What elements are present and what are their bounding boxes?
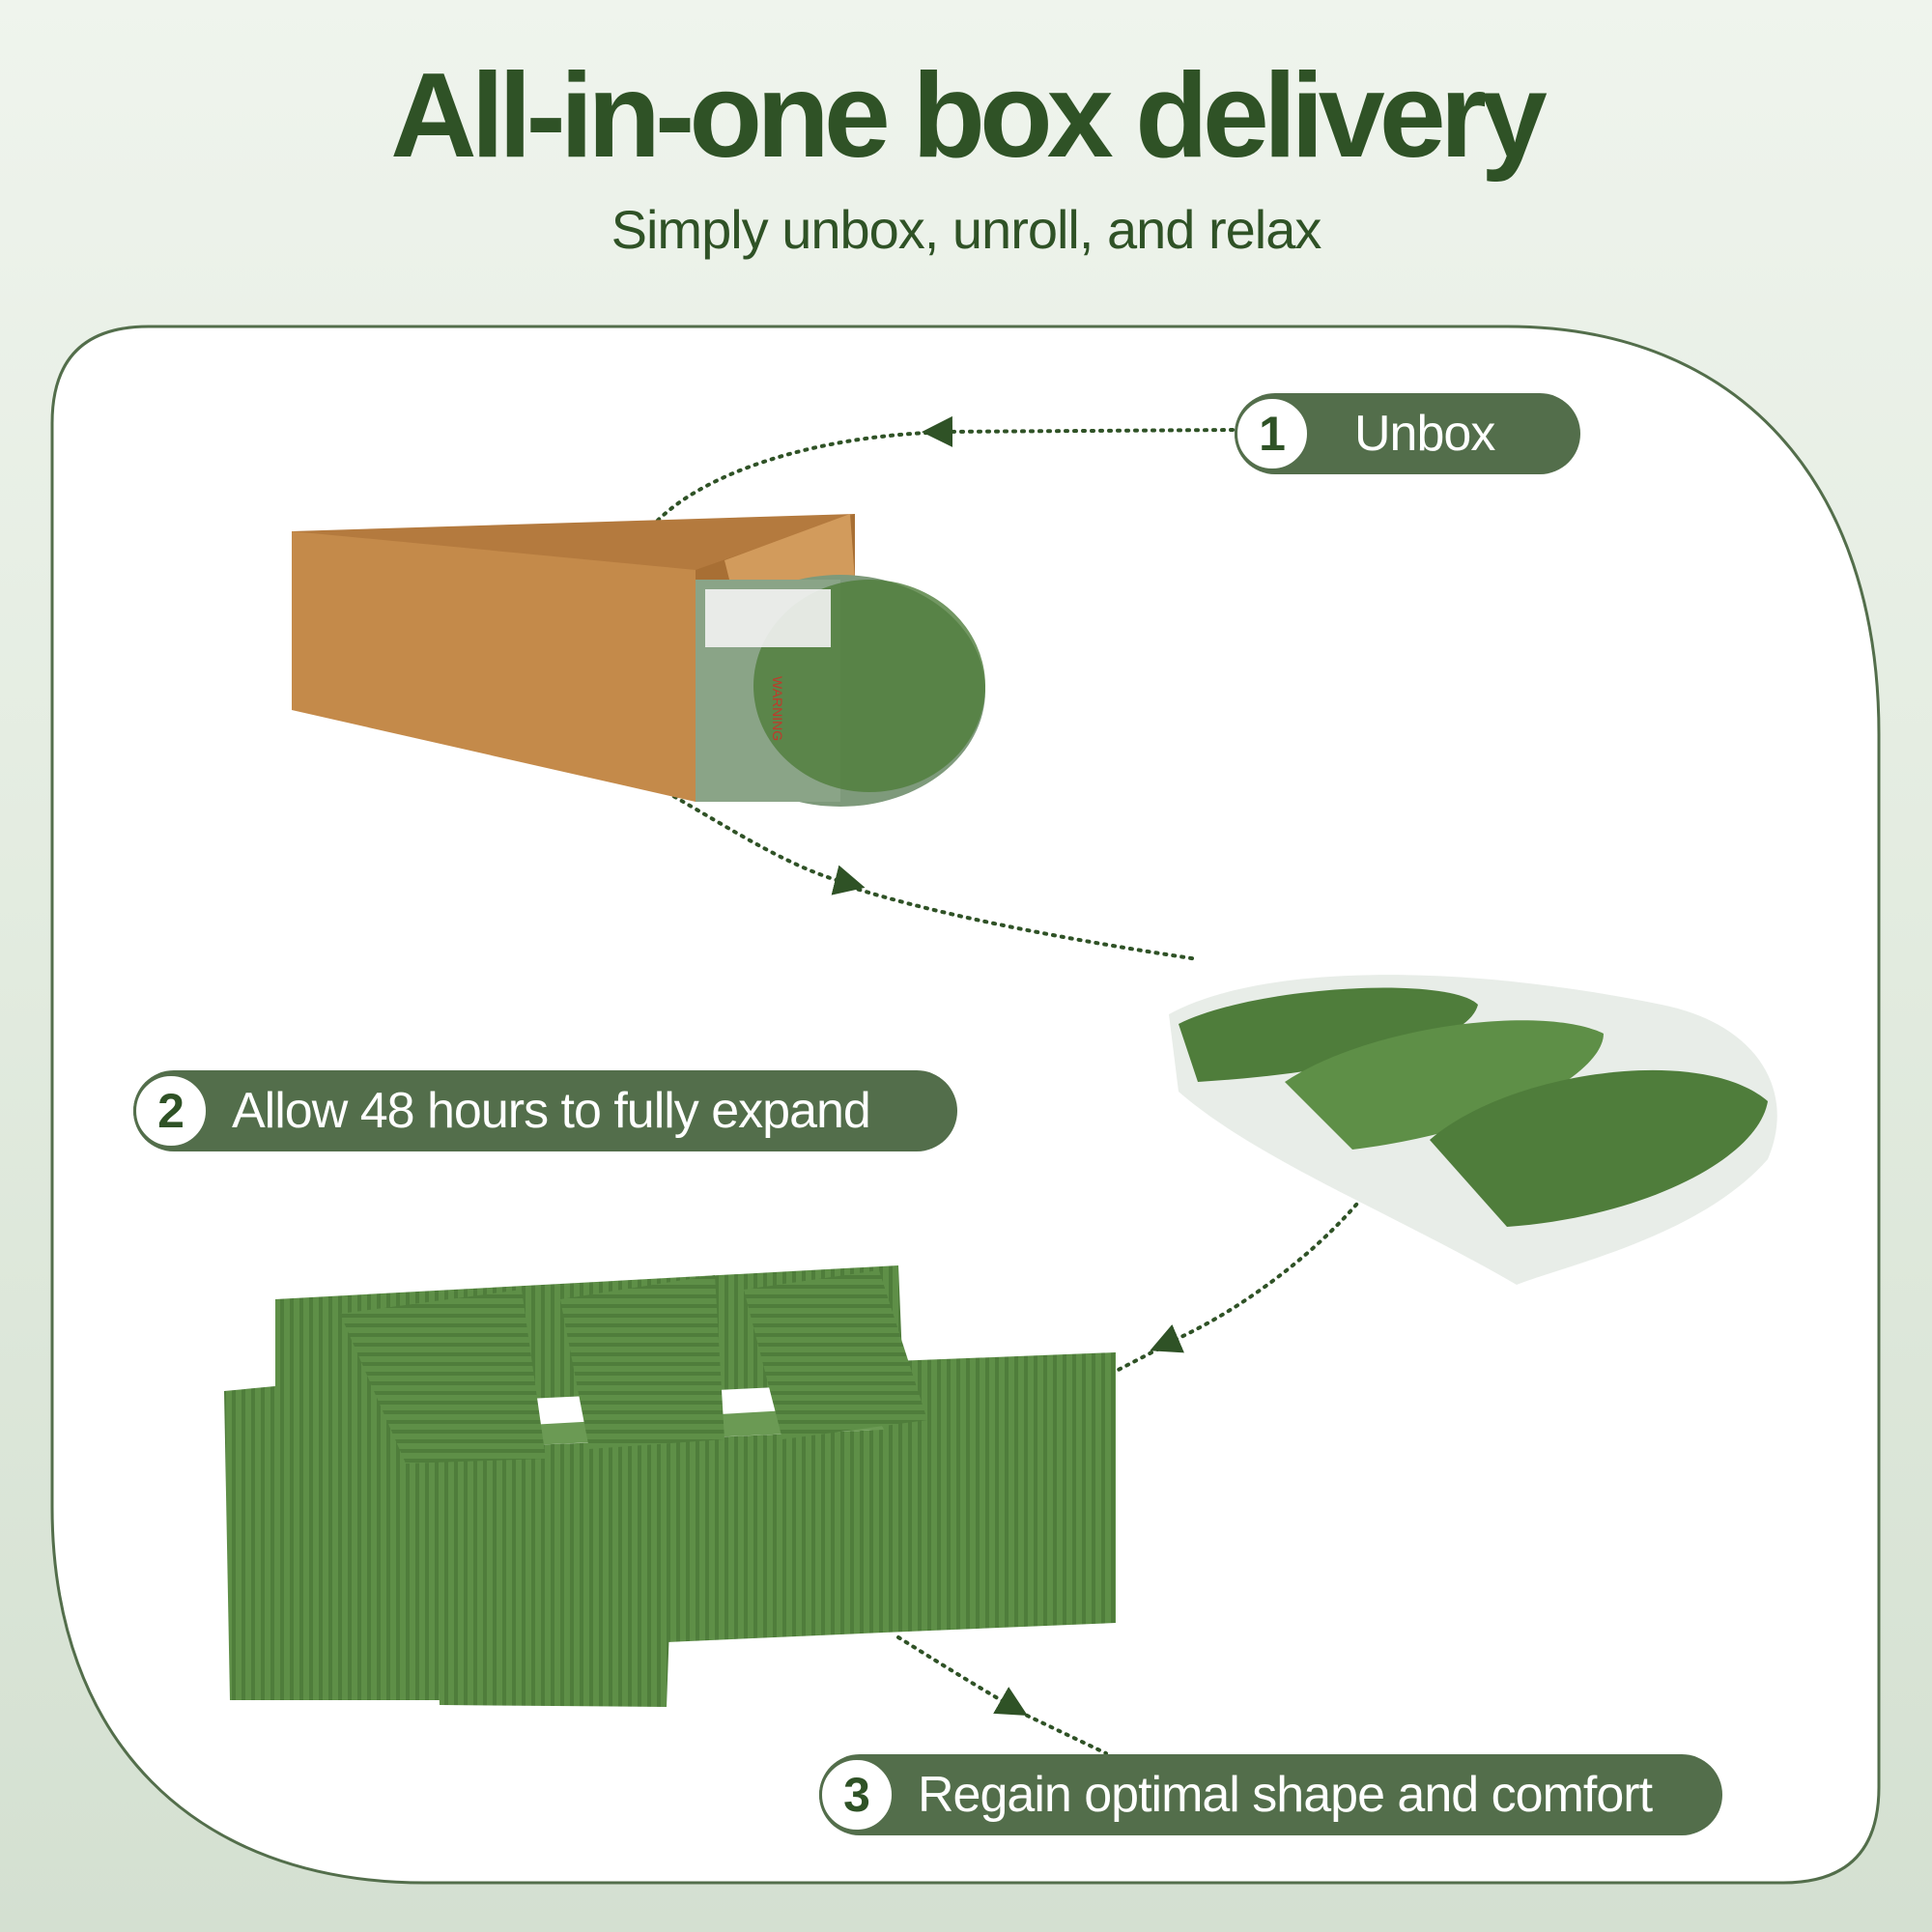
- step-label: Allow 48 hours to fully expand: [232, 1083, 871, 1139]
- arrow-comfort-tail: [1017, 1710, 1108, 1755]
- sofa-image: [224, 1265, 1116, 1707]
- page-title: All-in-one box delivery: [390, 49, 1548, 183]
- step-3-badge: 3 Regain optimal shape and comfort: [819, 1754, 1722, 1835]
- step-label: Unbox: [1354, 406, 1495, 462]
- step-number: 3: [819, 1757, 895, 1833]
- arrow-sofa-tail: [1109, 1347, 1161, 1376]
- arrow-expand: [665, 790, 866, 895]
- arrow-sofa: [1150, 1196, 1364, 1353]
- step-number: 2: [133, 1073, 209, 1149]
- arrow-expand-tail: [848, 885, 1200, 961]
- warning-label: WARNING: [770, 676, 785, 741]
- step-2-badge: 2 Allow 48 hours to fully expand: [133, 1070, 957, 1151]
- step-label: Regain optimal shape and comfort: [918, 1767, 1653, 1823]
- page-subtitle: Simply unbox, unroll, and relax: [611, 199, 1322, 260]
- arrow-unbox: [922, 415, 1235, 447]
- shipping-box-image: WARNING: [292, 514, 985, 807]
- arrow-comfort: [896, 1635, 1028, 1716]
- vacuum-packed-sofa-image: [1169, 975, 1777, 1285]
- step-1-badge: 1 Unbox: [1235, 393, 1580, 474]
- step-number: 1: [1235, 396, 1310, 471]
